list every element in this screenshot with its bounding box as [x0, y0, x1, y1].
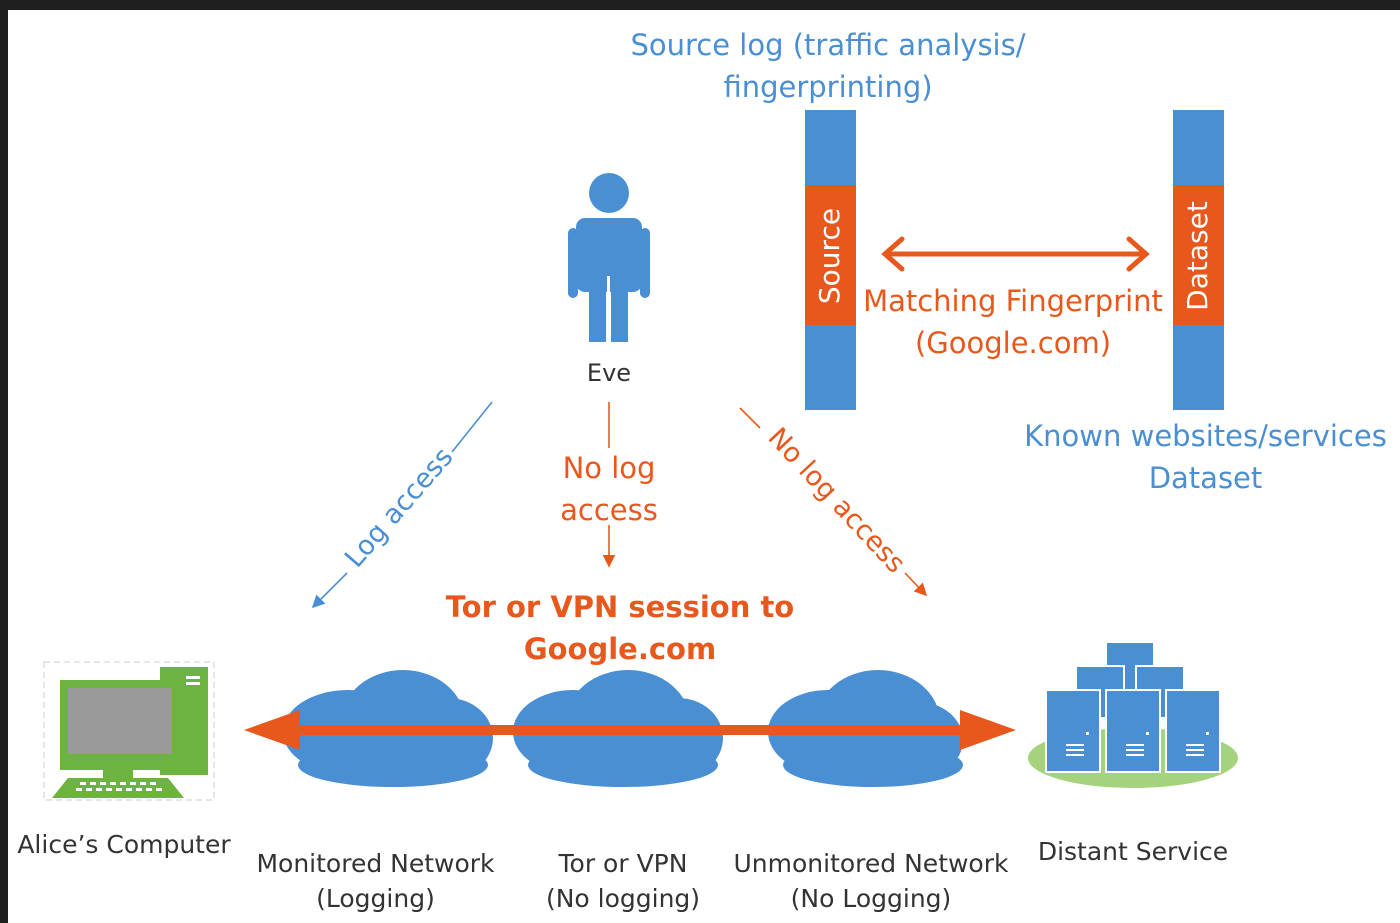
source-log-line-2: fingerprinting) [723, 70, 933, 104]
source-log-label: Source log (traffic analysis/ fingerprin… [608, 24, 1048, 108]
session-line-1: Tor or VPN session to [445, 590, 795, 624]
no-log-center-line-1: No log [562, 451, 656, 485]
matching-line-2: (Google.com) [914, 326, 1112, 360]
log-access-arrow-icon [311, 401, 493, 609]
dataset-bar-label: Dataset [1181, 201, 1214, 311]
matching-line-1: Matching Fingerprint [863, 284, 1163, 318]
session-arrow-icon [244, 710, 1016, 750]
tor-line-1: Tor or VPN [558, 849, 688, 878]
source-log-bar [805, 110, 856, 410]
session-line-2: Google.com [523, 632, 717, 666]
diagram-canvas: Source Dataset Source log (traffic analy… [8, 10, 1400, 923]
unmonitored-network-label: Unmonitored Network (No Logging) [721, 846, 1021, 916]
monitored-line-2: (Logging) [316, 884, 435, 913]
server-icon [1028, 641, 1238, 788]
source-bar-label: Source [813, 207, 846, 305]
monitored-line-1: Monitored Network [256, 849, 495, 878]
matching-fingerprint-label: Matching Fingerprint (Google.com) [863, 280, 1163, 364]
no-log-center-line-2: access [560, 493, 658, 527]
dataset-bar [1173, 110, 1224, 410]
tor-vpn-label: Tor or VPN (No logging) [533, 846, 713, 916]
person-icon [568, 173, 650, 342]
unmonitored-line-2: (No Logging) [790, 884, 952, 913]
monitored-network-label: Monitored Network (Logging) [238, 846, 513, 916]
known-dataset-label: Known websites/services Dataset [1013, 415, 1398, 499]
alice-computer-label: Alice’s Computer [17, 830, 231, 859]
matching-arrow-icon [881, 236, 1150, 272]
unmonitored-line-1: Unmonitored Network [733, 849, 1009, 878]
no-log-center-label: No log access [544, 447, 674, 531]
distant-service-label: Distant Service [1037, 837, 1229, 866]
diagram-graphics [43, 110, 1238, 801]
source-log-line-1: Source log (traffic analysis/ [630, 28, 1026, 62]
known-line-2: Dataset [1148, 461, 1263, 495]
no-log-right-arrow-icon [739, 407, 928, 597]
cloud-icon-tor [513, 670, 723, 787]
session-label: Tor or VPN session to Google.com [420, 586, 820, 670]
tor-line-2: (No logging) [545, 884, 701, 913]
computer-icon [43, 661, 215, 801]
known-line-1: Known websites/services [1024, 419, 1387, 453]
eve-label: Eve [586, 359, 632, 387]
